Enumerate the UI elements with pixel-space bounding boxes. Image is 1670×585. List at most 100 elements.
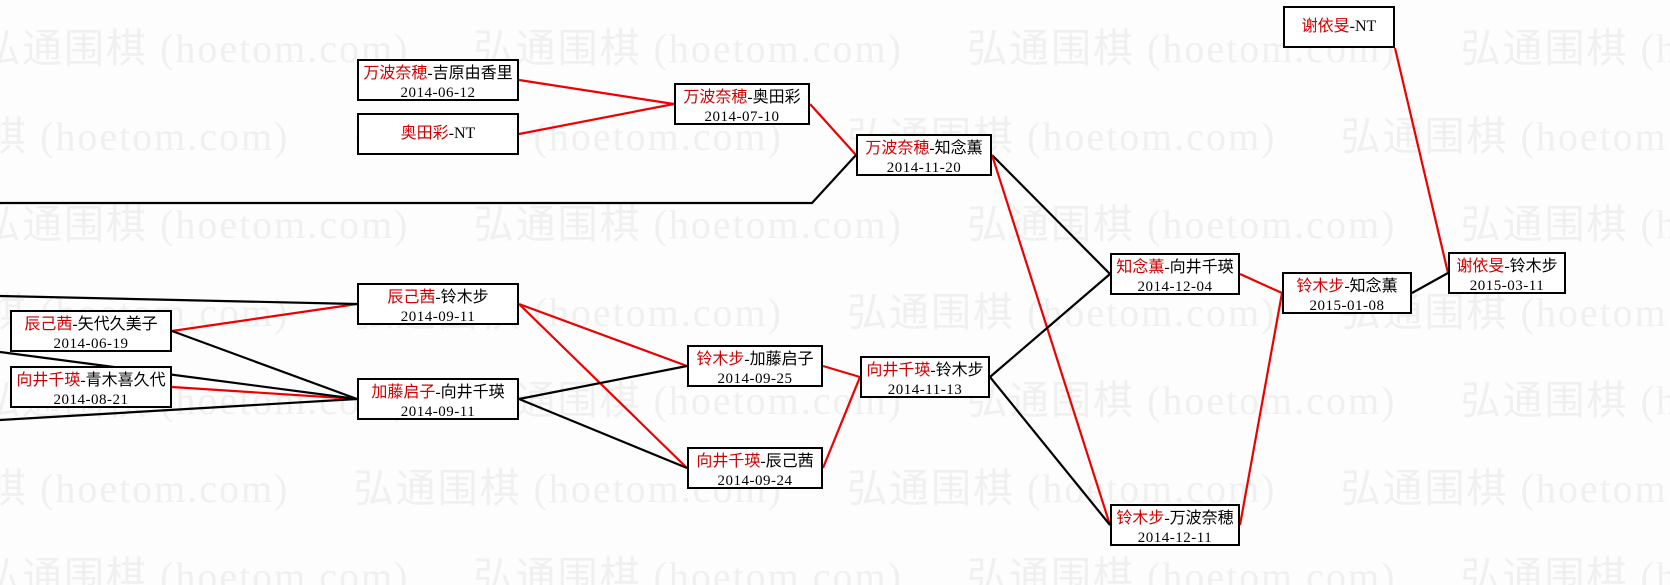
match-date: 2014-09-11 [400,308,476,325]
loser-name: NT [1355,17,1377,35]
name-separator: - [427,65,433,82]
winner-name: 向井千瑛 [16,372,81,389]
loser-name: 向井千瑛 [440,384,505,401]
edge-n13-to-n15 [1239,272,1283,295]
winner-name: 铃木步 [1296,278,1345,295]
edge-n6-to-n8 [171,302,358,333]
name-separator: - [929,140,935,157]
edge-n8-to-n10 [518,302,688,368]
match-title: 万波奈穂-知念薫 [858,140,990,159]
watermark-text: 弘通围棋 (hoetom.com)弘通围棋 (hoetom.com)弘通围棋 (… [0,114,1670,159]
edge-n14-to-n15 [1238,292,1284,526]
match-date: 2015-03-11 [1469,277,1545,294]
edge-n9-to-n11 [518,397,688,470]
winner-name: 万波奈穂 [865,140,930,157]
name-separator: - [448,124,454,142]
watermark-text: 弘通围棋 (hoetom.com)弘通围棋 (hoetom.com)弘通围棋 (… [0,26,1670,71]
match-title: 辰己茜-矢代久美子 [12,316,170,335]
edge-left-edge-to-n4 [0,154,857,205]
match-title: 万波奈穂-吉原由香里 [359,65,517,84]
winner-name: 加藤启子 [371,384,436,401]
match-date: 2014-11-20 [886,159,962,176]
winner-name: 铃木步 [1116,510,1165,527]
loser-name: 铃木步 [1509,258,1558,275]
name-separator: - [1164,510,1170,527]
match-date: 2014-07-10 [704,108,780,125]
match-title: 谢依旻-NT [1302,18,1377,37]
watermark-text: 弘通围棋 (hoetom.com)弘通围棋 (hoetom.com)弘通围棋 (… [0,554,1670,585]
name-separator: - [435,289,441,306]
match-date: 2014-09-11 [400,403,476,420]
watermark-text: 弘通围棋 (hoetom.com)弘通围棋 (hoetom.com)弘通围棋 (… [0,378,1670,423]
match-title: 铃木步-万波奈穂 [1112,510,1238,529]
winner-name: 辰己茜 [24,316,73,333]
match-title: 知念薫-向井千瑛 [1112,259,1238,278]
edge-n10-to-n12 [822,364,861,379]
edge-n2-to-n3 [518,102,675,136]
loser-name: 奥田彩 [752,89,801,106]
match-date: 2014-09-25 [717,370,793,387]
loser-name: 青木喜久代 [85,372,166,389]
watermark-text: 弘通围棋 (hoetom.com)弘通围棋 (hoetom.com)弘通围棋 (… [0,290,1670,335]
name-separator: - [1349,17,1355,35]
loser-name: 向井千瑛 [1169,259,1234,276]
winner-name: 向井千瑛 [866,362,931,379]
name-separator: - [930,362,936,379]
winner-name: 向井千瑛 [696,453,761,470]
name-separator: - [744,351,750,368]
match-date: 2014-06-19 [53,335,129,352]
name-separator: - [747,89,753,106]
loser-name: NT [454,124,476,142]
loser-name: 万波奈穂 [1169,510,1234,527]
match-date: 2014-11-13 [887,381,963,398]
loser-name: 吉原由香里 [432,65,513,82]
edge-n4-to-n13 [991,154,1111,275]
loser-name: 铃木步 [440,289,489,306]
name-separator: - [72,316,78,333]
match-node[interactable]: 奥田彩-NT [357,113,519,155]
loser-name: 知念薫 [934,140,983,157]
match-title: 铃木步-知念薫 [1284,278,1410,297]
loser-name: 矢代久美子 [77,316,158,333]
edge-n6-to-n9 [171,329,358,401]
match-node[interactable]: 谢依旻-NT [1283,6,1395,48]
edge-n15-to-n16 [1411,272,1449,294]
match-date: 2014-12-11 [1137,529,1213,546]
watermark-text: 弘通围棋 (hoetom.com)弘通围棋 (hoetom.com)弘通围棋 (… [0,466,1670,511]
match-title: 辰己茜-铃木步 [359,289,517,308]
match-title: 万波奈穂-奥田彩 [676,89,808,108]
edge-left2-to-n8 [0,294,358,306]
match-title: 奥田彩-NT [401,125,476,144]
match-title: 向井千瑛-辰己茜 [689,453,821,472]
edge-n12-to-n13 [989,273,1111,378]
winner-name: 万波奈穂 [683,89,748,106]
edge-n12-to-n14 [989,376,1111,526]
edge-n3-to-n4 [809,103,857,156]
edge-n8-to-n11 [518,303,688,469]
edge-n4-to-n14 [990,154,1112,526]
match-title: 向井千瑛-铃木步 [862,362,988,381]
name-separator: - [1164,259,1170,276]
match-title: 加藤启子-向井千瑛 [359,384,517,403]
loser-name: 辰己茜 [765,453,814,470]
winner-name: 奥田彩 [400,124,449,142]
match-date: 2014-08-21 [53,391,129,408]
match-date: 2014-09-24 [717,472,793,489]
